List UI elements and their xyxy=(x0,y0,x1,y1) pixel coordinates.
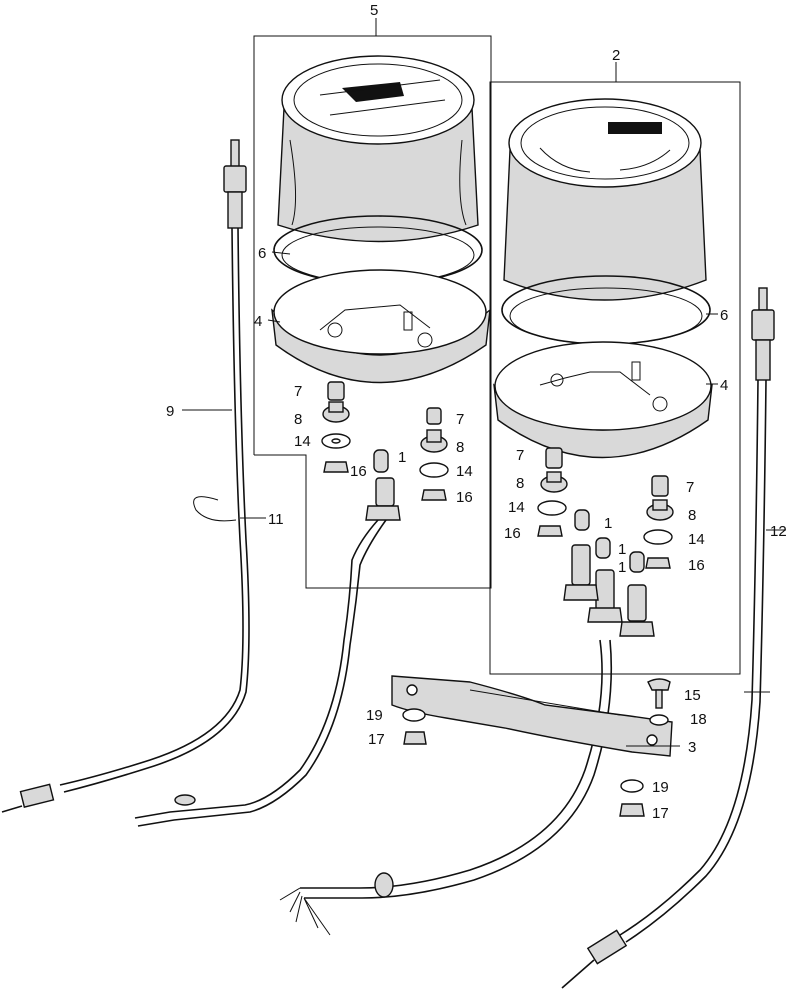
callout-16-d: 16 xyxy=(688,557,705,574)
callout-12: 12 xyxy=(770,523,787,540)
callout-4-right: 4 xyxy=(720,377,728,394)
callout-19-a: 19 xyxy=(366,707,383,724)
speedometer-housing xyxy=(277,55,479,243)
callout-17-b: 17 xyxy=(652,805,669,822)
callout-1-a: 1 xyxy=(398,449,406,466)
right-hardware-stack-a xyxy=(537,447,568,537)
callout-7-d: 7 xyxy=(686,479,694,496)
callout-14-d: 14 xyxy=(688,531,705,548)
callout-16-b: 16 xyxy=(456,489,473,506)
callout-3: 3 xyxy=(688,739,696,756)
speedometer-cable-9 xyxy=(1,139,250,813)
callout-5: 5 xyxy=(370,2,378,19)
callout-8-a: 8 xyxy=(294,411,302,428)
right-hardware-stack-b xyxy=(643,475,674,569)
callout-8-d: 8 xyxy=(688,507,696,524)
tachometer-cable-12 xyxy=(561,287,775,989)
callout-4-left: 4 xyxy=(254,313,262,330)
callout-6-left: 6 xyxy=(258,245,266,262)
callout-leaders xyxy=(182,251,786,747)
callout-7-a: 7 xyxy=(294,383,302,400)
tachometer-case-4 xyxy=(493,341,713,459)
left-hardware-stack xyxy=(321,381,351,473)
callout-16-a: 16 xyxy=(350,463,367,480)
callout-6-right: 6 xyxy=(720,307,728,324)
callout-16-c: 16 xyxy=(504,525,521,542)
speedometer-case-4 xyxy=(271,269,491,384)
callout-19-b: 19 xyxy=(652,779,669,796)
callout-8-c: 8 xyxy=(516,475,524,492)
right-bulb-sockets xyxy=(279,509,655,936)
callout-1-b: 1 xyxy=(604,515,612,532)
callout-18: 18 xyxy=(690,711,707,728)
callout-9: 9 xyxy=(166,403,174,420)
bracket-hardware xyxy=(402,678,671,817)
meter-bracket-3 xyxy=(391,675,673,757)
assembly-2-frame xyxy=(489,81,741,675)
callout-14-b: 14 xyxy=(456,463,473,480)
callout-17-a: 17 xyxy=(368,731,385,748)
callout-1-c: 1 xyxy=(618,541,626,558)
callout-7-c: 7 xyxy=(516,447,524,464)
left-bulb-socket xyxy=(134,449,401,827)
callout-1-d: 1 xyxy=(618,559,626,576)
callout-14-c: 14 xyxy=(508,499,525,516)
callout-7-b: 7 xyxy=(456,411,464,428)
callout-15: 15 xyxy=(684,687,701,704)
assembly-5-frame xyxy=(253,35,492,589)
left-hardware-stack-b xyxy=(419,407,449,501)
tachometer-housing xyxy=(503,98,707,301)
callout-11: 11 xyxy=(268,511,284,528)
callout-8-b: 8 xyxy=(456,439,464,456)
callout-2: 2 xyxy=(612,47,620,64)
callout-14-a: 14 xyxy=(294,433,311,450)
